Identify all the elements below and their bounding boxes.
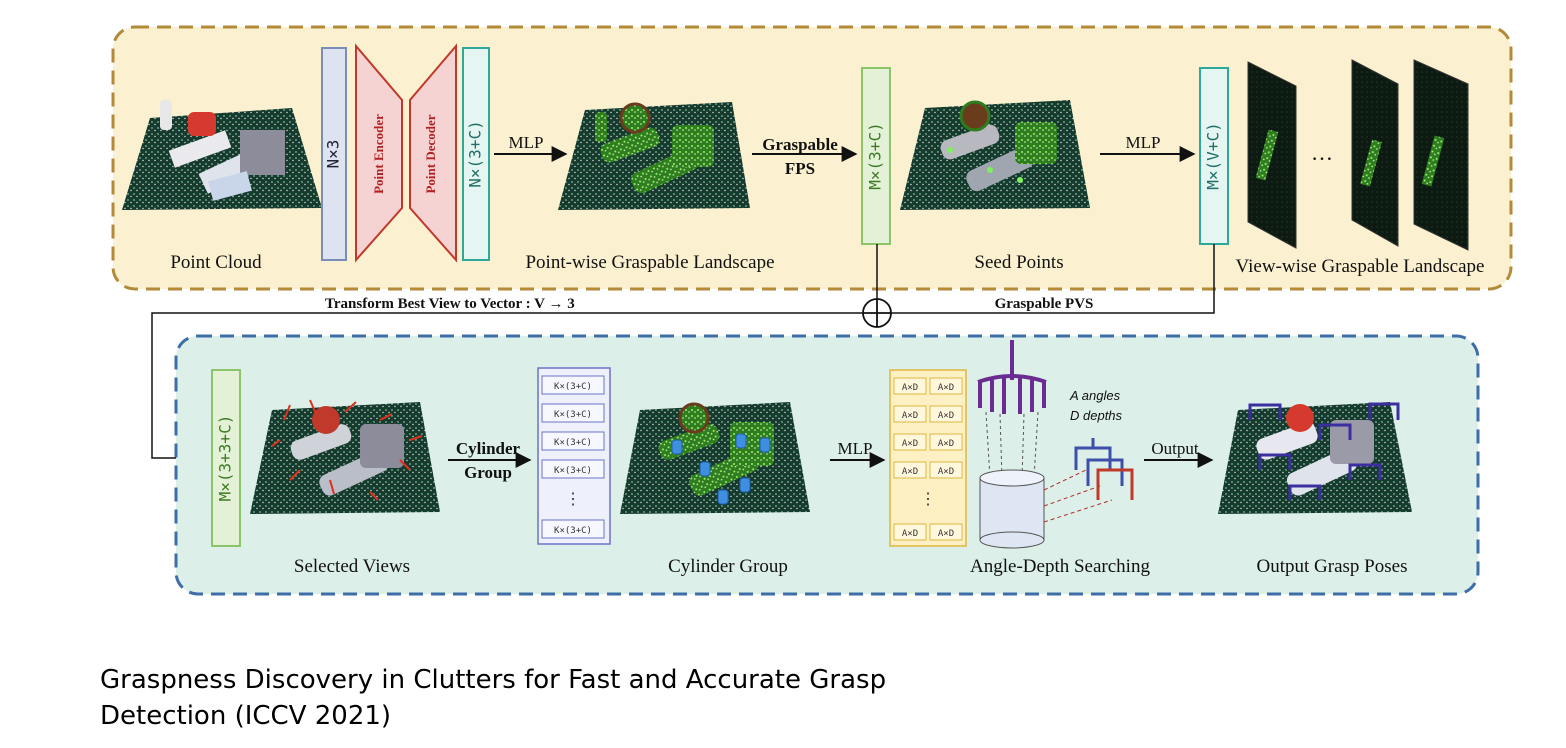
cylinder-group-op-line2: Group: [464, 463, 512, 482]
cylinder-group-op-line1: Cylinder: [456, 439, 521, 458]
angle-depth-grid-frame: [889, 369, 967, 547]
output-grasp-label: Output Grasp Poses: [1257, 556, 1408, 577]
fps-label-line1: Graspable: [762, 135, 838, 154]
cylinder-group-label: Cylinder Group: [668, 556, 788, 577]
output-op-label: Output: [1151, 439, 1199, 458]
point-encoder-label: Point Encoder: [371, 114, 386, 194]
view-dim-box: [1199, 67, 1229, 245]
svg-text:A×D: A×D: [902, 383, 918, 393]
svg-text:A×D: A×D: [938, 411, 954, 421]
grid-row-5: A×D A×D: [893, 523, 963, 541]
mlp-label-3: MLP: [838, 439, 873, 458]
angles-text: A angles: [1069, 388, 1121, 403]
mlp-label-1: MLP: [509, 133, 544, 152]
svg-text:K×(3+C): K×(3+C): [554, 410, 592, 420]
svg-text:K×(3+C): K×(3+C): [554, 438, 592, 448]
depths-text: D depths: [1070, 408, 1123, 423]
view-slab-1: [1247, 61, 1297, 249]
view-landscape-label: View-wise Graspable Landscape: [1236, 256, 1485, 277]
point-decoder-shape: [409, 43, 457, 263]
fps-label-line2: FPS: [785, 159, 815, 178]
graspable-landscape-image: [558, 102, 750, 210]
point-cloud-label: Point Cloud: [170, 252, 262, 273]
view-slab-2: [1351, 59, 1399, 247]
selected-views-image: [250, 399, 440, 514]
grid-row-3: A×D A×D: [893, 433, 963, 451]
view-dim-label: M×(V+C): [1204, 122, 1223, 189]
mlp-label-2: MLP: [1126, 133, 1161, 152]
cylinder-stack-frame: [537, 367, 611, 545]
angle-depth-label: Angle-Depth Searching: [970, 556, 1150, 577]
pvs-connector: [891, 244, 1215, 314]
svg-text:A×D: A×D: [902, 439, 918, 449]
angle-depth-illustration: [977, 340, 1134, 549]
svg-text:A×D: A×D: [938, 439, 954, 449]
stack-cell-5: K×(3+C): [541, 519, 605, 539]
transform-label: Transform Best View to Vector : V → 3: [325, 296, 575, 312]
stack-cell-4: K×(3+C): [541, 459, 605, 479]
view-slab-3: [1413, 59, 1469, 251]
graspable-landscape-label: Point-wise Graspable Landscape: [525, 252, 774, 273]
stack-dots: ⋮: [565, 491, 581, 508]
seed-points-image: [900, 100, 1090, 210]
svg-text:A×D: A×D: [902, 467, 918, 477]
svg-text:K×(3+C): K×(3+C): [554, 466, 592, 476]
svg-text:A×D: A×D: [902, 529, 918, 539]
point-decoder-label: Point Decoder: [423, 114, 438, 193]
seed-dim-label: M×(3+C): [866, 122, 885, 189]
grid-dots: ⋮: [920, 491, 936, 508]
point-cloud-image: [122, 100, 322, 210]
seed-points-label: Seed Points: [974, 252, 1063, 273]
grid-row-2: A×D A×D: [893, 405, 963, 423]
grid-row-4: A×D A×D: [893, 461, 963, 479]
combined-dim-box: [211, 369, 241, 547]
figure-caption: Graspness Discovery in Clutters for Fast…: [100, 662, 1000, 734]
svg-text:A×D: A×D: [902, 411, 918, 421]
feature-dim-label: N×(3+C): [466, 120, 485, 187]
stack-cell-3: K×(3+C): [541, 431, 605, 451]
svg-text:K×(3+C): K×(3+C): [554, 526, 592, 536]
seed-dim-box: [861, 67, 891, 245]
bottom-panel: [174, 334, 1480, 596]
svg-text:A×D: A×D: [938, 529, 954, 539]
svg-text:K×(3+C): K×(3+C): [554, 382, 592, 392]
input-dim-box: [321, 47, 347, 261]
view-ellipsis: …: [1311, 140, 1333, 165]
output-grasp-image: [1218, 402, 1412, 514]
stack-cell-1: K×(3+C): [541, 375, 605, 395]
combined-dim-label: M×(3+3+C): [216, 415, 235, 502]
pvs-label: Graspable PVS: [995, 296, 1094, 312]
input-dim-label: N×3: [324, 140, 343, 169]
feature-dim-box: [462, 47, 490, 261]
point-encoder-shape: [355, 43, 403, 263]
cylinder-group-image: [620, 402, 810, 514]
caption-line-1: Graspness Discovery in Clutters for Fast…: [100, 665, 887, 695]
svg-text:A×D: A×D: [938, 467, 954, 477]
stack-cell-2: K×(3+C): [541, 403, 605, 423]
grid-row-1: A×D A×D: [893, 377, 963, 395]
selected-views-label: Selected Views: [294, 556, 410, 577]
svg-text:A×D: A×D: [938, 383, 954, 393]
caption-line-2: Detection (ICCV 2021): [100, 701, 392, 731]
